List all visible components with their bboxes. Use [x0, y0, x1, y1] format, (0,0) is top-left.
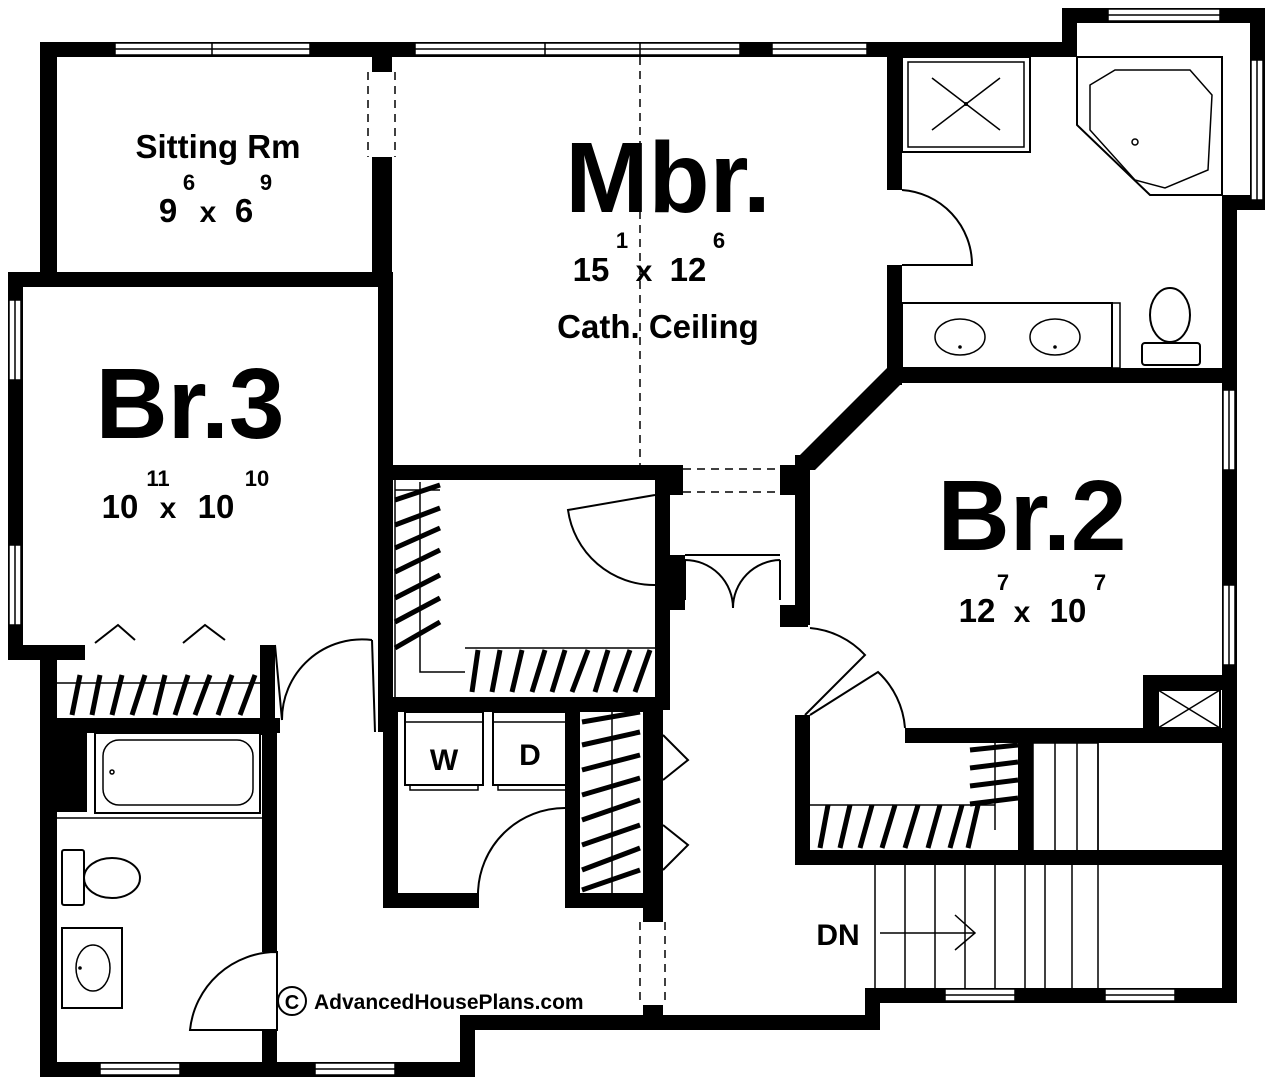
stair-arrow-icon: [880, 914, 977, 951]
room-br3: Br.3 10 11 x 10 10: [95, 348, 284, 525]
room-name: Br.3: [95, 348, 284, 460]
sink-vanity-icon: [61, 927, 123, 1009]
room-note: Cath. Ceiling: [557, 308, 759, 345]
closet-rod-mbr-horizontal: [465, 647, 655, 693]
washer-icon: [404, 711, 484, 791]
dryer-icon: [492, 711, 572, 791]
copyright-symbol: C: [285, 992, 299, 1014]
room-sitting: Sitting Rm 9 6 x 6 9: [136, 128, 301, 229]
shower-icon: [901, 56, 1031, 153]
dryer-label: D: [519, 739, 541, 772]
washer-label: W: [430, 744, 459, 777]
closet-fixtures: [57, 480, 1019, 893]
chase-icon: [1157, 689, 1221, 729]
room-width: 9: [159, 192, 177, 229]
room-width-inches: 6: [183, 170, 195, 195]
room-depth-inches: 6: [713, 228, 725, 253]
copyright-notice: C AdvancedHousePlans.com: [277, 986, 584, 1016]
room-depth-inches: 10: [245, 466, 269, 491]
room-name: Br.2: [937, 460, 1126, 572]
room-width-inches: 11: [146, 466, 169, 491]
room-mbr: Mbr. 15 1 x 12 6 Cath. Ceiling: [557, 122, 771, 345]
doors: [94, 189, 974, 1031]
room-width: 12: [959, 592, 996, 629]
room-depth: 12: [670, 251, 707, 288]
windows: [8, 8, 1264, 1076]
bathtub-icon: [94, 732, 261, 814]
closet-rod-br3: [57, 674, 262, 716]
interior-walls: [40, 42, 1237, 1077]
openings: [367, 57, 780, 1005]
stairs-down-label: DN: [816, 919, 859, 952]
room-name: Sitting Rm: [136, 128, 301, 165]
copyright-text: AdvancedHousePlans.com: [314, 991, 584, 1014]
room-depth: 10: [198, 488, 235, 525]
dimension-separator: x: [160, 492, 177, 525]
dimension-separator: x: [636, 255, 653, 288]
dimension-separator: x: [200, 196, 217, 229]
room-depth-inches: 7: [1094, 570, 1106, 595]
room-width: 10: [102, 488, 139, 525]
master-bath-fixtures: [901, 56, 1223, 369]
toilet-icon: [61, 849, 141, 906]
room-br2: Br.2 12 7 x 10 7: [937, 460, 1126, 629]
room-depth-inches: 9: [260, 170, 272, 195]
laundry-appliances: [404, 711, 572, 791]
toilet-icon: [1141, 287, 1201, 366]
closet-rod-br2: [810, 742, 1019, 849]
room-width: 15: [573, 251, 610, 288]
room-width-inches: 1: [616, 228, 628, 253]
closet-rod-hall: [581, 709, 641, 893]
double-vanity-icon: [901, 302, 1121, 369]
copyright-icon: [277, 986, 307, 1016]
bath3-fixtures: [57, 732, 262, 1009]
room-name: Mbr.: [565, 122, 771, 234]
room-depth: 10: [1050, 592, 1087, 629]
dimension-separator: x: [1014, 596, 1031, 629]
room-depth: 6: [235, 192, 253, 229]
stairs: [874, 742, 1099, 990]
room-width-inches: 7: [997, 570, 1009, 595]
corner-tub-icon: [1076, 56, 1223, 196]
closet-rod-mbr-vertical: [393, 482, 442, 651]
